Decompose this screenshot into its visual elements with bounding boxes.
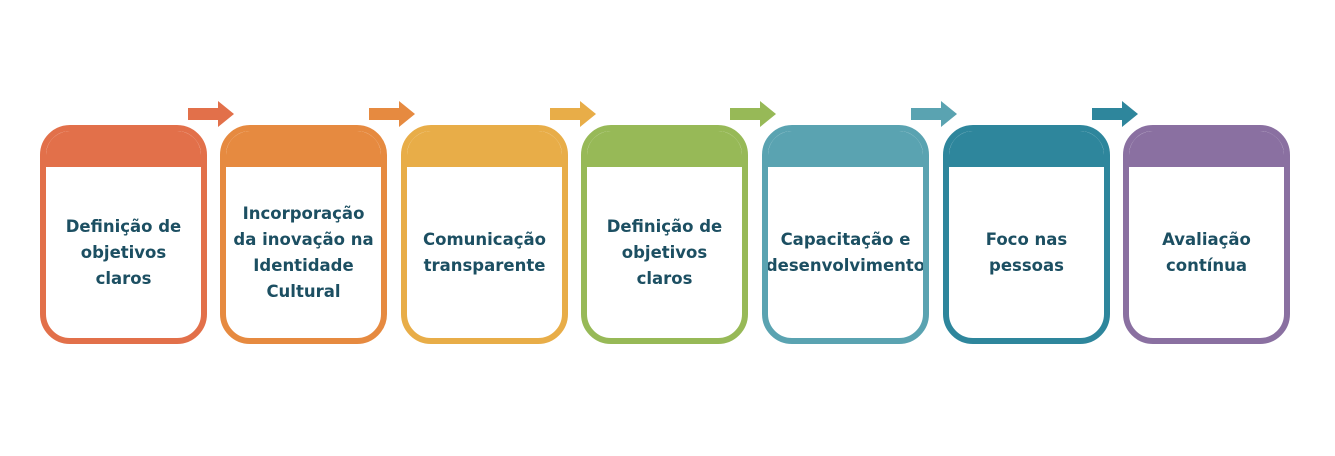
step-card-3: Comunicação transparente: [401, 125, 568, 344]
step-label: Definição de objetivos claros: [65, 216, 182, 288]
step-header-band: [46, 131, 201, 167]
step-header-band: [949, 131, 1104, 167]
step-card-4: Definição de objetivos claros: [581, 125, 748, 344]
arrow-right-icon: [550, 101, 596, 127]
step-card-2: Incorporação da inovação na Identidade C…: [220, 125, 387, 344]
arrow-right-icon: [730, 101, 776, 127]
step-label: Definição de objetivos claros: [606, 216, 723, 288]
step-label: Foco nas pessoas: [985, 229, 1068, 275]
step-card-5: Capacitação e desenvolvimento: [762, 125, 929, 344]
step-card-7: Avaliação contínua: [1123, 125, 1290, 344]
step-label: Avaliação contínua: [1162, 229, 1251, 275]
step-card-6: Foco nas pessoas: [943, 125, 1110, 344]
step-header-band: [587, 131, 742, 167]
step-header-band: [226, 131, 381, 167]
step-header-band: [768, 131, 923, 167]
arrow-right-icon: [911, 101, 957, 127]
step-label: Incorporação da inovação na Identidade C…: [233, 203, 374, 301]
step-label: Capacitação e desenvolvimento: [765, 229, 926, 275]
step-header-band: [1129, 131, 1284, 167]
step-header-band: [407, 131, 562, 167]
step-card-1: Definição de objetivos claros: [40, 125, 207, 344]
arrow-right-icon: [188, 101, 234, 127]
step-label: Comunicação transparente: [423, 229, 546, 275]
arrow-right-icon: [369, 101, 415, 127]
arrow-right-icon: [1092, 101, 1138, 127]
